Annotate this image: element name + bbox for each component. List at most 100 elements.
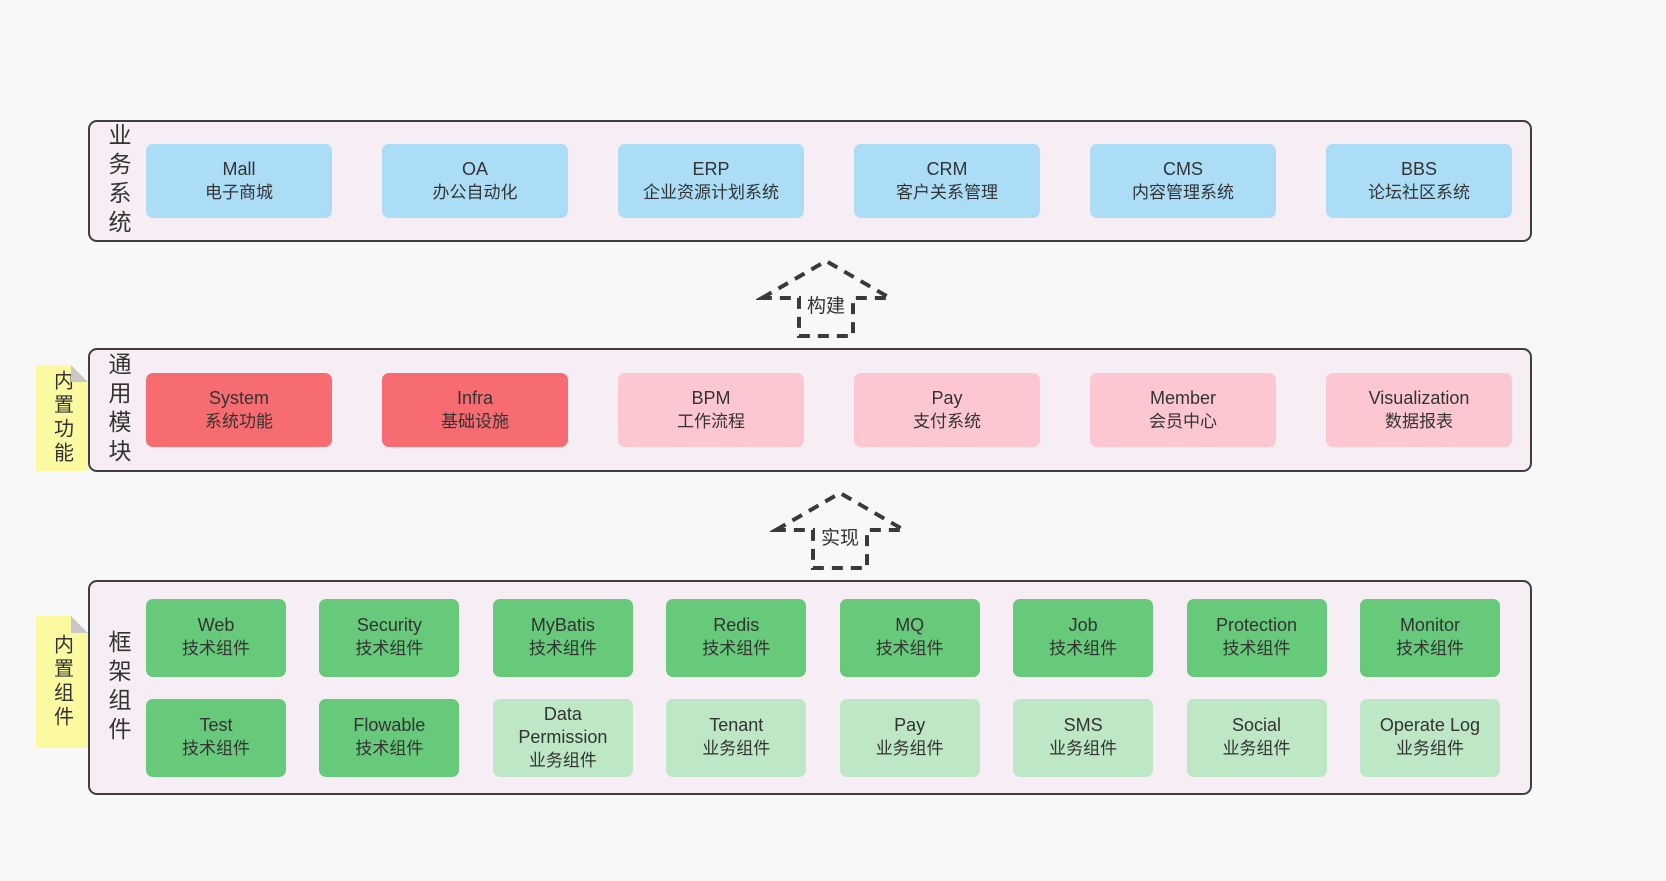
box-member: Member 会员中心 <box>1090 373 1276 447</box>
box-system: System 系统功能 <box>146 373 332 447</box>
box-subtitle: 技术组件 <box>182 739 250 759</box>
box-title: Member <box>1149 387 1216 408</box>
band-business-systems: 业务系统 Mall 电子商城 OA 办公自动化 ERP 企业资源计划系统 CRM… <box>88 120 1532 242</box>
box-title: System <box>208 387 269 408</box>
box-bbs: BBS 论坛社区系统 <box>1326 144 1512 218</box>
box-subtitle: 技术组件 <box>355 739 424 759</box>
box-subtitle: 业务组件 <box>528 751 597 771</box>
box-protection: Protection 技术组件 <box>1186 598 1327 677</box>
box-title: SMS <box>1063 715 1103 736</box>
band-framework-components: 框架组件 Web 技术组件 Security 技术组件 MyBatis 技术组件… <box>88 580 1532 795</box>
box-subtitle: 技术组件 <box>528 639 597 659</box>
band-common-modules: 通用模块 System 系统功能 Infra 基础设施 BPM 工作流程 Pay… <box>88 348 1532 472</box>
box-job: Job 技术组件 <box>1013 598 1154 677</box>
box-security: Security 技术组件 <box>319 598 460 677</box>
box-crm: CRM 客户关系管理 <box>854 144 1040 218</box>
sticky-label: 内置组件 <box>50 634 73 730</box>
box-title: Protection <box>1216 615 1298 636</box>
box-title: BBS <box>1400 158 1438 179</box>
band-label-business-systems: 业务系统 <box>105 123 131 239</box>
box-row: Test 技术组件 Flowable 技术组件 Data Permission … <box>146 698 1500 777</box>
box-redis: Redis 技术组件 <box>666 598 807 677</box>
box-title: Monitor <box>1399 615 1460 636</box>
box-monitor: Monitor 技术组件 <box>1359 598 1500 677</box>
box-subtitle: 基础设施 <box>441 411 509 431</box>
band-modules-boxes: System 系统功能 Infra 基础设施 BPM 工作流程 Pay 支付系统… <box>146 350 1512 470</box>
box-tenant: Tenant 业务组件 <box>666 698 807 777</box>
box-title: Operate Log <box>1379 715 1480 736</box>
box-subtitle: 技术组件 <box>1222 639 1291 659</box>
arrow-build: 构建 <box>756 254 896 342</box>
band-label-framework-components: 框架组件 <box>105 629 131 746</box>
box-subtitle: 技术组件 <box>702 639 771 659</box>
box-social: Social 业务组件 <box>1186 698 1327 777</box>
up-arrow-icon <box>770 490 910 570</box>
box-title: Visualization <box>1368 387 1470 408</box>
box-subtitle: 数据报表 <box>1385 411 1453 431</box>
box-data-permission: Data Permission 业务组件 <box>492 698 633 777</box>
box-web: Web 技术组件 <box>146 598 286 677</box>
box-visualization: Visualization 数据报表 <box>1326 373 1512 447</box>
box-mybatis: MyBatis 技术组件 <box>492 598 633 677</box>
band-components-boxes: Web 技术组件 Security 技术组件 MyBatis 技术组件 Redi… <box>146 582 1500 793</box>
box-mq: MQ 技术组件 <box>839 598 980 677</box>
box-sms: SMS 业务组件 <box>1013 698 1154 777</box>
box-subtitle: 业务组件 <box>875 739 944 759</box>
box-title: Pay <box>931 387 963 408</box>
box-title: OA <box>461 158 488 179</box>
box-subtitle: 技术组件 <box>355 639 424 659</box>
band-label-common-modules: 通用模块 <box>105 352 131 468</box>
box-subtitle: 技术组件 <box>182 639 250 659</box>
arrow-build-label: 构建 <box>803 291 849 318</box>
box-title: CRM <box>926 158 968 179</box>
box-title: Pay <box>894 715 926 736</box>
box-title: BPM <box>691 387 731 408</box>
box-subtitle: 客户关系管理 <box>896 182 998 202</box>
box-bpm: BPM 工作流程 <box>618 373 804 447</box>
box-subtitle: 业务组件 <box>1049 739 1118 759</box>
box-subtitle: 业务组件 <box>1395 739 1464 759</box>
box-subtitle: 技术组件 <box>1395 639 1464 659</box>
box-subtitle: 技术组件 <box>875 639 944 659</box>
box-subtitle: 支付系统 <box>913 411 981 431</box>
box-title: Job <box>1068 615 1098 636</box>
box-subtitle: 系统功能 <box>205 411 273 431</box>
box-subtitle: 技术组件 <box>1049 639 1118 659</box>
box-subtitle: 会员中心 <box>1149 411 1217 431</box>
box-title: Data Permission <box>518 703 608 748</box>
box-title: CMS <box>1163 158 1203 179</box>
box-operate-log: Operate Log 业务组件 <box>1359 698 1500 777</box>
box-title: Web <box>197 615 235 636</box>
box-pay-business: Pay 业务组件 <box>839 698 980 777</box>
sticky-built-in-components: 内置组件 <box>36 616 88 748</box>
band-business-boxes: Mall 电子商城 OA 办公自动化 ERP 企业资源计划系统 CRM 客户关系… <box>146 122 1512 240</box>
box-title: Redis <box>713 615 760 636</box>
box-erp: ERP 企业资源计划系统 <box>618 144 804 218</box>
box-title: Tenant <box>709 715 764 736</box>
box-title: Flowable <box>353 715 426 736</box>
box-subtitle: 企业资源计划系统 <box>643 182 779 202</box>
box-title: MQ <box>895 615 925 636</box>
box-subtitle: 工作流程 <box>677 411 745 431</box>
box-title: ERP <box>692 158 730 179</box>
sticky-label: 内置功能 <box>50 370 73 466</box>
box-test: Test 技术组件 <box>146 698 286 777</box>
arrow-implement: 实现 <box>770 486 910 574</box>
box-subtitle: 论坛社区系统 <box>1368 182 1470 202</box>
box-infra: Infra 基础设施 <box>382 373 568 447</box>
arrow-implement-label: 实现 <box>817 523 863 550</box>
box-row: Web 技术组件 Security 技术组件 MyBatis 技术组件 Redi… <box>146 598 1500 677</box>
box-flowable: Flowable 技术组件 <box>319 698 460 777</box>
box-row: Mall 电子商城 OA 办公自动化 ERP 企业资源计划系统 CRM 客户关系… <box>146 144 1512 218</box>
box-title: Infra <box>456 387 494 408</box>
up-arrow-icon <box>756 258 896 338</box>
box-title: MyBatis <box>530 615 595 636</box>
box-row: System 系统功能 Infra 基础设施 BPM 工作流程 Pay 支付系统… <box>146 373 1512 447</box>
box-title: Mall <box>222 158 256 179</box>
box-subtitle: 业务组件 <box>702 739 771 759</box>
box-subtitle: 电子商城 <box>205 182 273 202</box>
box-subtitle: 办公自动化 <box>432 182 518 202</box>
box-title: Security <box>356 615 422 636</box>
box-pay: Pay 支付系统 <box>854 373 1040 447</box>
